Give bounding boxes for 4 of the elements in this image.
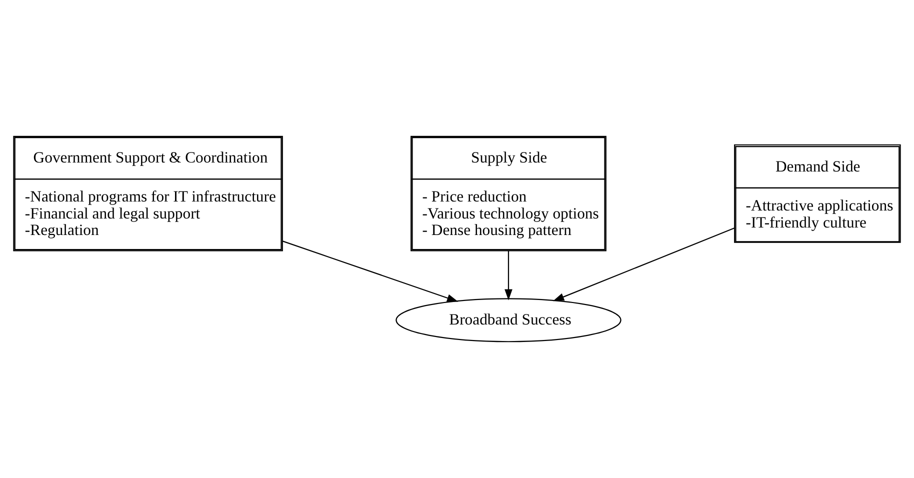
arrow: [504, 250, 512, 300]
arrow: [282, 240, 458, 302]
arrow: [552, 228, 734, 302]
node-ellipse: Broadband Success: [396, 298, 622, 342]
